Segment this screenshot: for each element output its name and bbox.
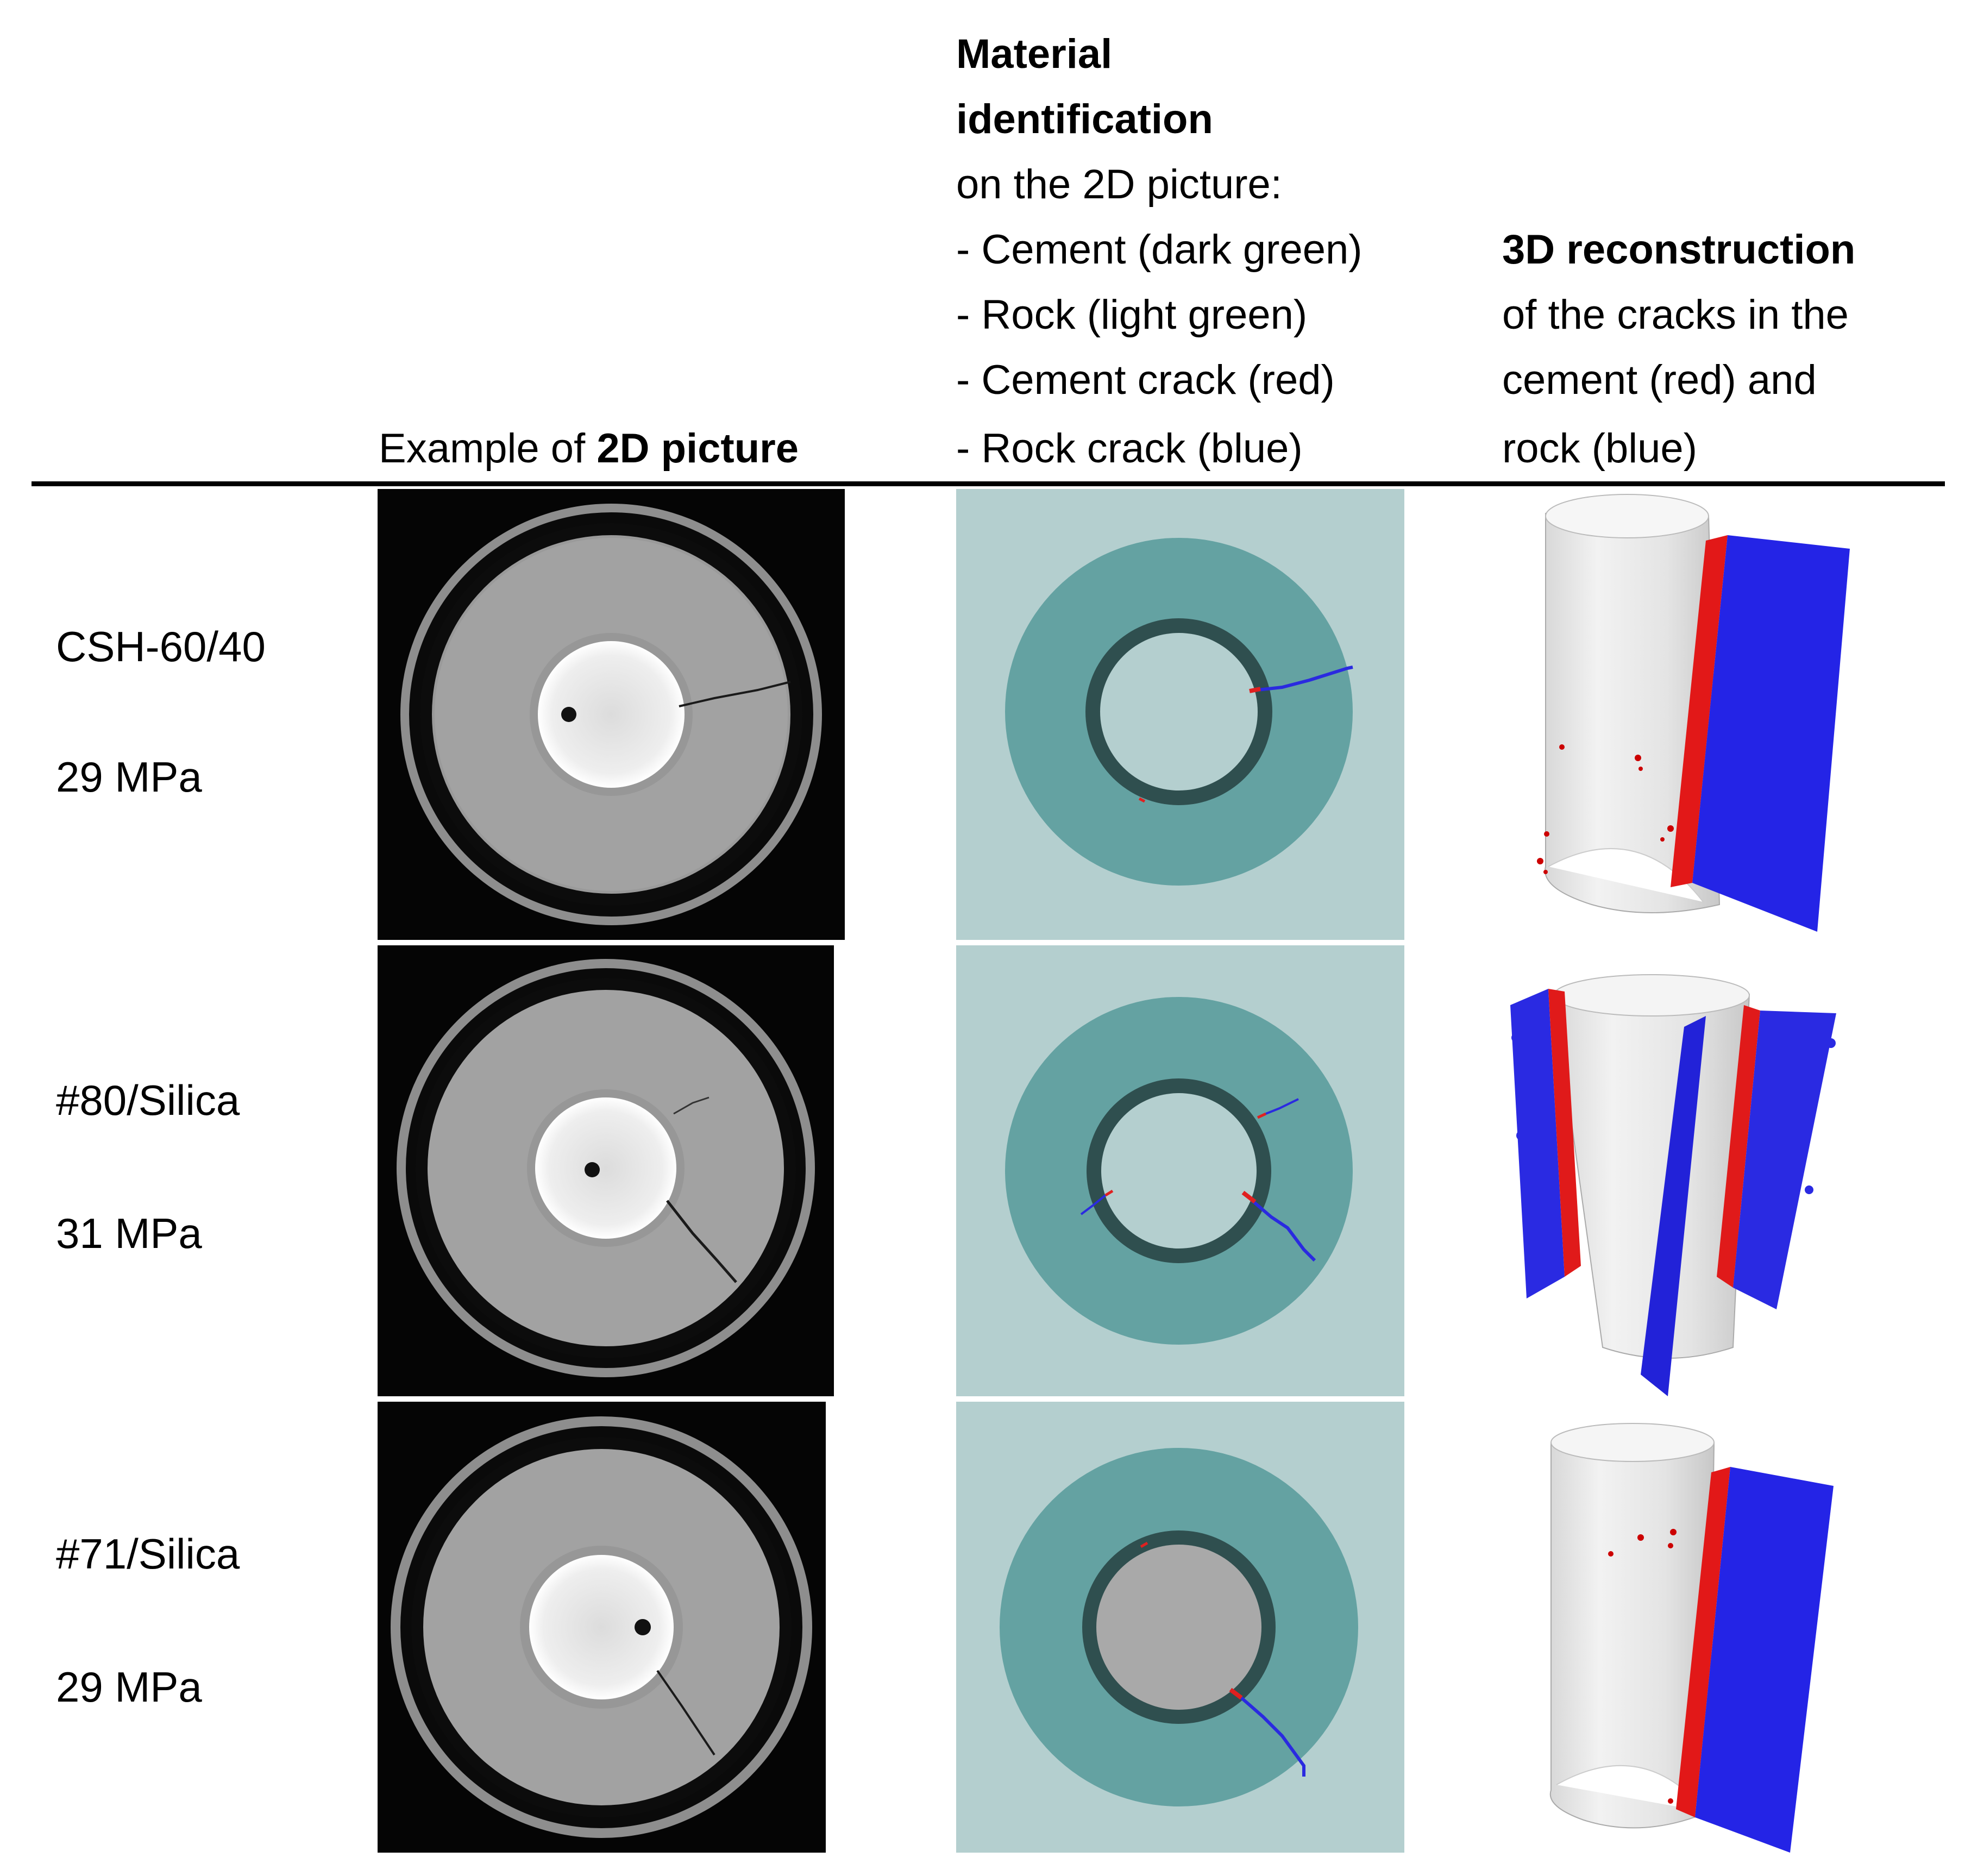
ct-image-row2 xyxy=(378,945,834,1396)
crack-3d-row3 xyxy=(1508,1421,1844,1853)
row3-name: #71/Silica xyxy=(56,1530,240,1578)
ct-image-row1 xyxy=(378,489,845,940)
row1-name: CSH-60/40 xyxy=(56,623,266,670)
legend-cement-crack: - Cement crack (red) xyxy=(956,357,1335,403)
col2-subtitle: on the 2D picture: xyxy=(956,161,1282,208)
col1-header-prefix: Example of xyxy=(379,425,597,472)
header-divider xyxy=(32,481,1945,486)
col1-header-bold: 2D picture xyxy=(597,425,799,472)
col3-title: 3D reconstruction xyxy=(1502,227,1856,273)
material-map-row1 xyxy=(956,489,1404,940)
col2-title-line1: Material xyxy=(956,31,1113,77)
crack-3d-row1 xyxy=(1508,492,1861,943)
crack-3d-row2 xyxy=(1505,972,1842,1396)
legend-cement: - Cement (dark green) xyxy=(956,227,1363,273)
legend-rock-crack: - Rock crack (blue) xyxy=(956,425,1303,472)
legend-rock: - Rock (light green) xyxy=(956,292,1308,338)
col3-line3: rock (blue) xyxy=(1502,425,1697,472)
material-map-row3 xyxy=(956,1402,1404,1853)
row2-name: #80/Silica xyxy=(56,1076,240,1124)
col3-line1: of the cracks in the xyxy=(1502,292,1849,338)
col1-header: Example of 2D picture xyxy=(379,416,799,481)
col3-line2: cement (red) and xyxy=(1502,357,1817,403)
row2-pressure: 31 MPa xyxy=(56,1209,202,1257)
ct-image-row3 xyxy=(378,1402,826,1853)
row3-pressure: 29 MPa xyxy=(56,1663,202,1711)
row1-pressure: 29 MPa xyxy=(56,753,202,801)
col2-title-line2: identification xyxy=(956,96,1213,142)
material-map-row2 xyxy=(956,945,1404,1396)
